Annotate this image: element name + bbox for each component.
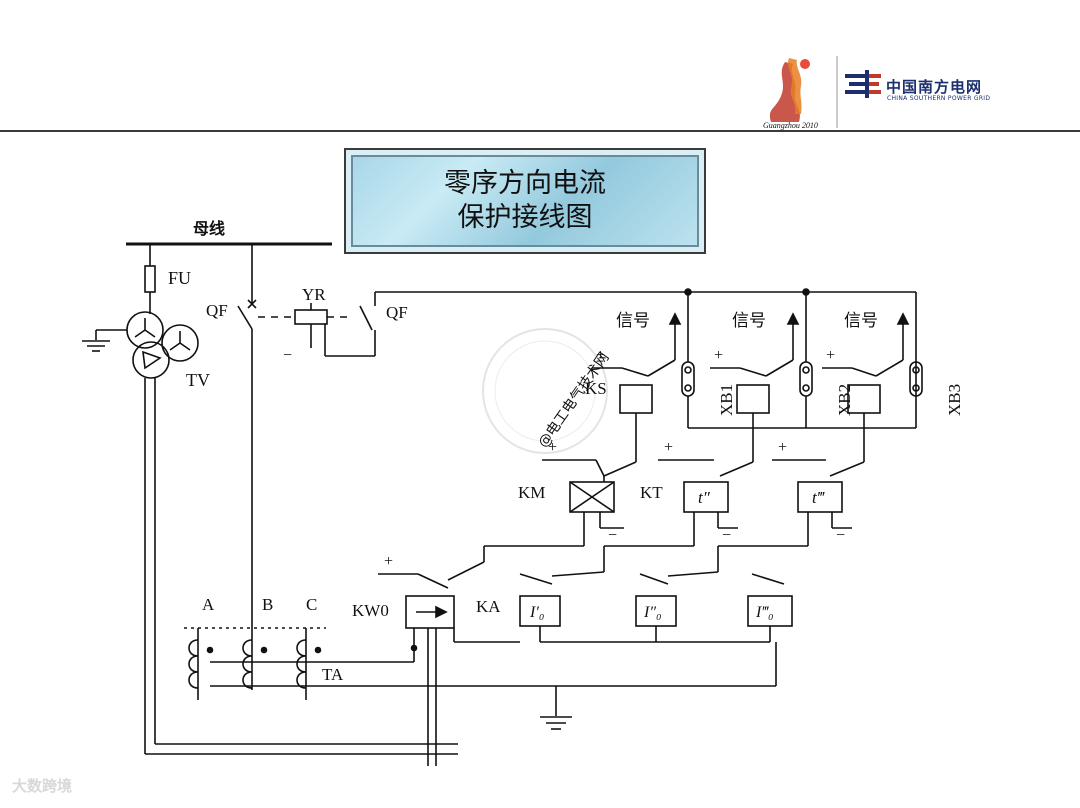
phase-c-label: C — [306, 595, 317, 614]
yr-coil-symbol — [294, 309, 328, 325]
kt-label: KT — [640, 483, 663, 502]
signal-label-1: 信号 — [616, 311, 650, 331]
kw0-relay-symbol — [405, 595, 455, 629]
title-box: 零序方向电流 保护接线图 — [344, 148, 706, 254]
qf-right-label: QF — [386, 303, 408, 322]
corner-watermark: 大数跨境 — [12, 777, 73, 795]
fu-label: FU — [168, 268, 191, 288]
ka-label: KA — [476, 597, 501, 616]
signal-label-3: 信号 — [844, 311, 878, 331]
relay2-contact — [739, 367, 767, 377]
qf-left-label: QF — [206, 301, 228, 320]
kw0-direction-arrow-icon — [416, 605, 448, 619]
tv-label: TV — [186, 370, 210, 390]
km-relay-symbol — [569, 481, 615, 513]
qf-right-contact — [359, 305, 373, 331]
ks-contact — [621, 367, 649, 377]
kw0-contact — [417, 573, 449, 589]
kt-t2-label: t″ — [698, 488, 711, 507]
fuse-symbol — [144, 265, 156, 293]
qf-left-contact — [237, 305, 253, 330]
kt2-contact — [719, 461, 754, 477]
signal-arrow-icon-2 — [765, 312, 800, 377]
plus-ks: + — [596, 347, 605, 364]
title-line-1: 零序方向电流 — [444, 168, 606, 199]
km-contact — [603, 461, 637, 477]
tv-transformer-symbol — [126, 311, 199, 379]
logo-graphics: Guangzhou 2010 — [763, 56, 881, 130]
header-rule — [0, 130, 1080, 132]
flame-emblem-icon: Guangzhou 2010 — [763, 58, 818, 130]
yr-minus-label: − — [283, 347, 292, 364]
km-contact-lead — [595, 459, 605, 477]
ta-label: TA — [322, 665, 344, 684]
yr-label: YR — [302, 285, 326, 304]
kt3-t3-label: t‴ — [812, 488, 825, 507]
xb3-link-icon — [909, 361, 923, 397]
plus-km: + — [548, 439, 557, 456]
xb3-label: XB3 — [945, 384, 964, 416]
kt3-relay-symbol — [797, 481, 843, 513]
logo-area: Guangzhou 2010 — [745, 52, 1045, 132]
ka1-contact — [519, 573, 553, 585]
ka2-i-label: I″₀ — [643, 604, 662, 621]
ks-relay-symbol — [619, 384, 653, 414]
plus-xb1: + — [714, 347, 723, 364]
ct-coil-a-icon — [188, 639, 214, 689]
phase-a-label: A — [202, 595, 215, 614]
kt-minus: − — [722, 527, 731, 544]
kt3-minus: − — [836, 527, 845, 544]
signal-arrow-icon-1 — [647, 312, 682, 377]
svg-text:Guangzhou 2010: Guangzhou 2010 — [763, 121, 818, 130]
kt3-contact — [829, 461, 865, 477]
relay-2-symbol — [736, 384, 770, 414]
company-name-cn: 中国南方电网 — [886, 78, 983, 96]
plus-kt3: + — [778, 439, 787, 456]
qf-cross-icon — [247, 299, 257, 309]
stamp-watermark: @电工电气技术网 — [482, 328, 613, 454]
plus-xb2: + — [826, 347, 835, 364]
company-name-en: CHINA SOUTHERN POWER GRID — [887, 95, 991, 102]
kt-relay-symbol — [683, 481, 729, 513]
km-label: KM — [518, 483, 545, 502]
xb1-link-icon — [681, 292, 695, 428]
km-minus: − — [608, 527, 617, 544]
kw0-polarity-dot — [410, 644, 418, 652]
plus-kw0: + — [384, 553, 393, 570]
title-line-2: 保护接线图 — [457, 202, 593, 233]
ka1-link — [551, 571, 605, 577]
ka3-contact — [751, 573, 785, 585]
ct-coil-c-icon — [296, 639, 322, 689]
ka1-i-label: I′₀ — [529, 604, 544, 621]
kw0-to-km — [447, 561, 485, 581]
km-cross-icon — [569, 481, 615, 513]
plus-kt: + — [664, 439, 673, 456]
xb2-link-icon — [799, 292, 813, 428]
signal-label-2: 信号 — [732, 311, 766, 331]
relay3-contact — [851, 367, 877, 377]
xb1-label: XB1 — [717, 384, 736, 416]
ct-coil-b-icon — [242, 639, 268, 689]
phase-b-label: B — [262, 595, 273, 614]
ka3-i-label: I‴₀ — [755, 604, 774, 621]
busbar-label: 母线 — [193, 219, 225, 238]
ground-icon-2 — [540, 716, 572, 730]
kw0-label: KW0 — [352, 601, 389, 620]
ka2-link — [667, 571, 719, 577]
xb2-label: XB2 — [835, 384, 854, 416]
ks-label: KS — [585, 379, 607, 398]
signal-arrow-icon-3 — [875, 312, 910, 377]
ka2-contact — [639, 573, 669, 585]
power-grid-logo-icon — [845, 70, 881, 98]
ground-icon — [82, 340, 110, 352]
